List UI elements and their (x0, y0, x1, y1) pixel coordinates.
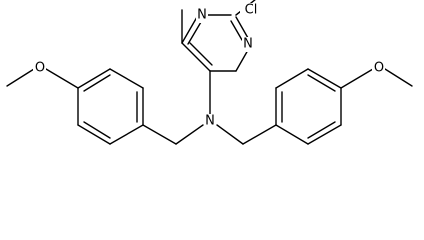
bond-c5-c6 (181, 42, 211, 72)
bond-c6-n1 (181, 16, 198, 44)
ring-nitrogen-top-label: N (197, 8, 207, 23)
bond-c2-n3-double (230, 20, 243, 41)
bond-rr-5-double (307, 121, 336, 139)
label-bg-amine (204, 114, 216, 129)
bond-aryl-o-left (45, 68, 79, 89)
bond-ch2-aryl-left (142, 124, 177, 145)
bond-c5-c6-double (189, 42, 213, 66)
bond-rr-6 (275, 124, 309, 145)
bond-c2-n3 (235, 16, 249, 39)
label-bg-o-left (33, 61, 46, 76)
right-benzene-ring (275, 68, 342, 145)
bond-rr-3 (307, 68, 342, 89)
bond-rr-3-double (307, 74, 336, 92)
molecule-diagram: N Cl N N O O (6, 0, 413, 145)
bond-c6-n1-double (187, 21, 202, 45)
bond-rr-5 (307, 124, 342, 145)
label-bg-n-top (196, 8, 208, 23)
pyrimidine-ring (181, 14, 249, 72)
bond-n-ch2-right (216, 124, 244, 145)
amine-nitrogen-label: N (205, 114, 215, 129)
oxygen-right-label: O (374, 61, 384, 76)
ring-nitrogen-bottom-label: N (243, 37, 253, 52)
bond-aryl-o-right (340, 68, 374, 89)
left-benzene-ring (77, 68, 144, 145)
label-bg-o-right (372, 61, 385, 76)
bond-lr-6 (109, 124, 144, 145)
bond-lr-3 (77, 68, 111, 89)
bond-lr-5 (77, 124, 111, 145)
bond-lr-5-double (83, 121, 111, 139)
chlorine-label: Cl (245, 3, 258, 18)
bond-o-methyl-left (6, 68, 35, 87)
bond-n-ch2-left (175, 124, 204, 145)
bond-o-methyl-right (384, 68, 413, 87)
oxygen-left-label: O (35, 61, 45, 76)
structure-canvas: N Cl N N O O (6, 0, 413, 145)
bond-lr-2 (109, 68, 144, 89)
label-bg-n-bottom (242, 37, 254, 52)
bond-n3-c4 (235, 49, 249, 72)
label-bg-cl (240, 3, 260, 18)
bond-rr-2 (275, 68, 309, 89)
bond-ch2-aryl-right (242, 124, 277, 145)
bond-lr-3-double (83, 74, 111, 92)
